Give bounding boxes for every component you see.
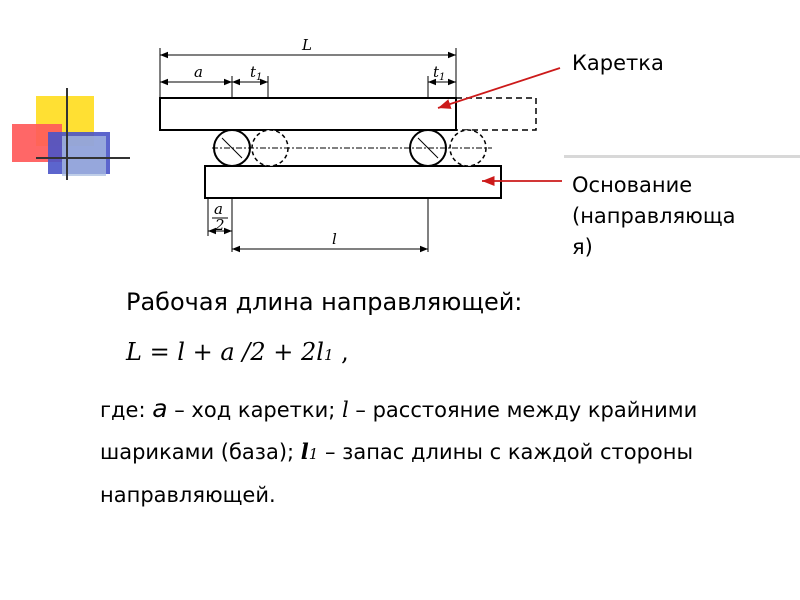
explain-part-4: – запас длины с каждой стороны направляю…	[100, 440, 694, 507]
carriage-body	[159, 97, 457, 131]
carriage-label: Каретка	[572, 51, 664, 75]
dim-label-t1-left: t1	[250, 63, 262, 83]
symbol-a: а	[152, 394, 168, 423]
guide-rail-drawing: L a t1 t1 a 2 l	[159, 36, 562, 253]
guide-rail-body	[204, 165, 502, 199]
carriage-shifted-outline	[456, 97, 537, 131]
symbol-l: l	[342, 398, 349, 422]
explain-part-2: – ход каретки;	[167, 398, 343, 422]
formula-tail: ,	[333, 338, 349, 366]
leader-carriage	[437, 67, 561, 109]
formula-main: L = l + a /2 + 2l	[126, 338, 324, 366]
formula: L = l + a /2 + 2l1 ,	[126, 338, 349, 366]
decor-gray-square	[62, 136, 106, 176]
dim-label-l: l	[332, 230, 337, 248]
decor-horizontal-line	[36, 157, 130, 159]
decor-vertical-line	[66, 88, 68, 180]
dim-label-t1-right: t1	[433, 63, 445, 83]
base-label: Основание (направляюща я)	[572, 173, 736, 259]
section-heading: Рабочая длина направляющей:	[126, 288, 523, 316]
dim-label-a-half-den: 2	[214, 216, 225, 234]
formula-subscript: 1	[323, 346, 334, 364]
dim-label-L: L	[301, 36, 312, 54]
explain-part-3: – расстояние между крайними шариками (ба…	[100, 398, 698, 464]
explanation-text: где: а – ход каретки; l – расстояние меж…	[100, 388, 790, 516]
dim-label-a-half-num: a	[214, 200, 223, 218]
symbol-l1: l1	[300, 439, 319, 464]
explain-part-1: где:	[100, 398, 153, 422]
dim-label-a: a	[194, 63, 203, 81]
decor-gray-rule	[564, 155, 800, 158]
